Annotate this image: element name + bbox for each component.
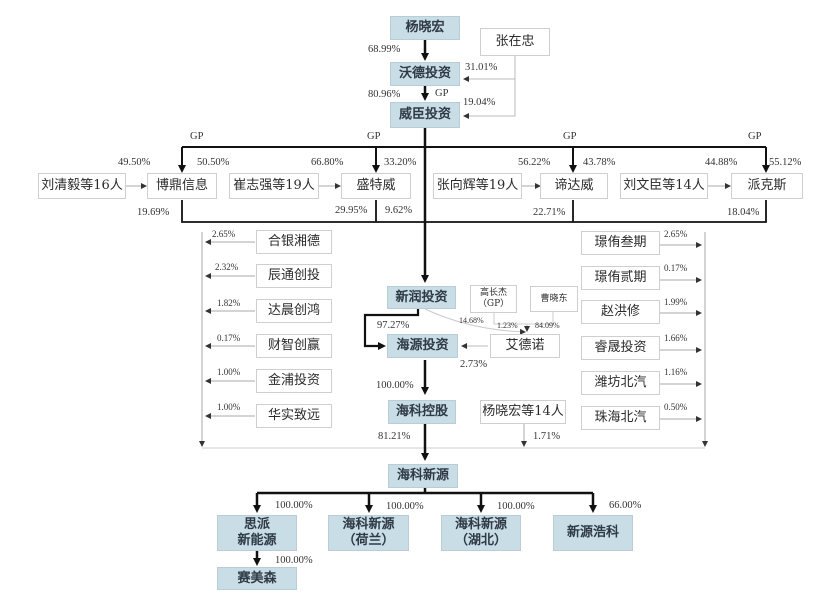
node-xinrun-investment: 新润投资 <box>387 286 456 309</box>
pct-label: 33.20% <box>384 157 417 168</box>
sub-line1: 海科新源 <box>454 517 507 532</box>
pct-label: 100.00% <box>275 555 313 566</box>
pct-label: 2.32% <box>215 262 239 272</box>
pct-label: 44.88% <box>705 157 738 168</box>
pct-label: 100.00% <box>376 380 414 391</box>
pct-label: 1.82% <box>217 298 241 308</box>
node-weichen-investment: 威臣投资 <box>390 102 460 128</box>
pct-label: 9.62% <box>385 205 413 216</box>
pct-label: 1.16% <box>664 367 688 377</box>
sub-line1: 思派 <box>243 517 270 532</box>
node-left-investor: 合银湘德 <box>256 230 332 254</box>
node-boding: 博鼎信息 <box>147 173 217 199</box>
pct-label: 1.00% <box>217 402 241 412</box>
node-holder: 张向辉等19人 <box>433 173 522 199</box>
gao-gp: （GP） <box>477 299 510 309</box>
pct-label: 14.68% <box>459 316 484 325</box>
node-right-investor: 璟侑叁期 <box>581 231 660 255</box>
node-aidenuo: 艾德诺 <box>490 334 560 358</box>
node-haike-netherlands: 海科新源 （荷兰） <box>328 515 409 551</box>
pct-label: 81.21% <box>378 431 411 442</box>
pct-label: 0.17% <box>217 333 241 343</box>
node-right-investor: 赵洪修 <box>581 300 660 324</box>
node-haiyuan-investment: 海源投资 <box>387 334 458 358</box>
pct-label: 18.04% <box>727 207 760 218</box>
pct-label: 100.00% <box>497 501 535 512</box>
pct-label: 19.04% <box>463 97 496 108</box>
node-didawei: 谛达威 <box>540 173 608 199</box>
pct-label: 100.00% <box>275 500 313 511</box>
gp-label: GP <box>435 88 449 99</box>
pct-label: 1.99% <box>664 297 688 307</box>
node-right-investor: 潍坊北汽 <box>581 371 660 395</box>
gp-label: GP <box>748 131 762 142</box>
pct-label: 43.78% <box>583 157 616 168</box>
node-gao-changjie: 高长杰 （GP） <box>470 285 517 313</box>
node-left-investor: 辰通创投 <box>256 264 332 288</box>
gao-name: 高长杰 <box>479 288 507 298</box>
sub-line2: 新能源 <box>237 533 277 548</box>
sub-line2: （荷兰） <box>342 533 395 548</box>
arrow-xinrun-aidenuo <box>424 308 526 335</box>
pct-label: 56.22% <box>518 157 551 168</box>
node-zhang-zaizhong: 张在忠 <box>480 28 550 56</box>
node-wode-investment: 沃德投资 <box>390 62 460 86</box>
node-right-investor: 璟侑贰期 <box>581 266 660 290</box>
node-yang-14: 杨晓宏等14人 <box>480 400 566 424</box>
node-xinyuan-haoke: 新源浩科 <box>553 515 633 551</box>
line-gao <box>493 313 527 325</box>
arrow-xinrun-haiyuan <box>363 309 420 350</box>
node-right-investor: 珠海北汽 <box>581 406 660 430</box>
node-yang-xiaohong: 杨晓宏 <box>390 16 460 40</box>
pct-label: 1.71% <box>533 431 561 442</box>
node-left-investor: 财智创赢 <box>256 334 332 358</box>
node-left-investor: 华实致远 <box>256 404 332 428</box>
pct-label: 0.17% <box>664 263 688 273</box>
pct-label: 97.27% <box>377 320 410 331</box>
gp-label: GP <box>367 131 381 142</box>
sub-line1: 海科新源 <box>342 517 395 532</box>
pct-label: 29.95% <box>335 205 368 216</box>
pct-label: 2.73% <box>460 359 488 370</box>
pct-label: 66.00% <box>609 500 642 511</box>
node-right-investor: 睿晟投资 <box>581 336 660 360</box>
node-paikesi: 派克斯 <box>731 173 803 199</box>
gp-label: GP <box>563 131 577 142</box>
node-holder: 刘清毅等16人 <box>38 173 126 199</box>
sub-line2: （湖北） <box>454 533 507 548</box>
node-cao-xiaodong: 曹晓东 <box>530 286 578 312</box>
mid-bus-line <box>181 200 767 223</box>
arrow-zhang-weichen <box>463 79 516 119</box>
pct-label: 19.69% <box>137 207 170 218</box>
node-left-investor: 金浦投资 <box>256 369 332 393</box>
pct-label: 2.65% <box>664 229 688 239</box>
pct-label: 66.80% <box>311 157 344 168</box>
node-shengtewei: 盛特威 <box>341 173 411 199</box>
pct-label: 68.99% <box>368 44 401 55</box>
pct-label: 50.50% <box>197 157 230 168</box>
pct-label: 0.50% <box>664 402 688 412</box>
pct-label: 49.50% <box>118 157 151 168</box>
node-holder: 刘文臣等14人 <box>620 173 708 199</box>
node-sipai-new-energy: 思派 新能源 <box>217 515 297 551</box>
pct-label: 1.66% <box>664 333 688 343</box>
pct-label: 2.65% <box>212 229 236 239</box>
node-holder: 崔志强等19人 <box>229 173 319 199</box>
node-saimeisen: 赛美森 <box>217 567 297 590</box>
pct-label: 84.09% <box>535 321 560 330</box>
pct-label: 22.71% <box>533 207 566 218</box>
pct-label: 100.00% <box>386 501 424 512</box>
line-cao <box>524 312 554 332</box>
pct-label: 1.23% <box>497 321 518 330</box>
pct-label: 1.00% <box>217 367 241 377</box>
pct-label: 31.01% <box>465 62 498 73</box>
node-haike-hubei: 海科新源 （湖北） <box>441 515 521 551</box>
node-haike-new-energy: 海科新源 <box>388 464 458 488</box>
node-haike-holding: 海科控股 <box>388 400 456 424</box>
gp-label: GP <box>190 131 204 142</box>
pct-label: 80.96% <box>368 89 401 100</box>
pct-label: 55.12% <box>769 157 802 168</box>
node-left-investor: 达晨创鸿 <box>256 299 332 323</box>
